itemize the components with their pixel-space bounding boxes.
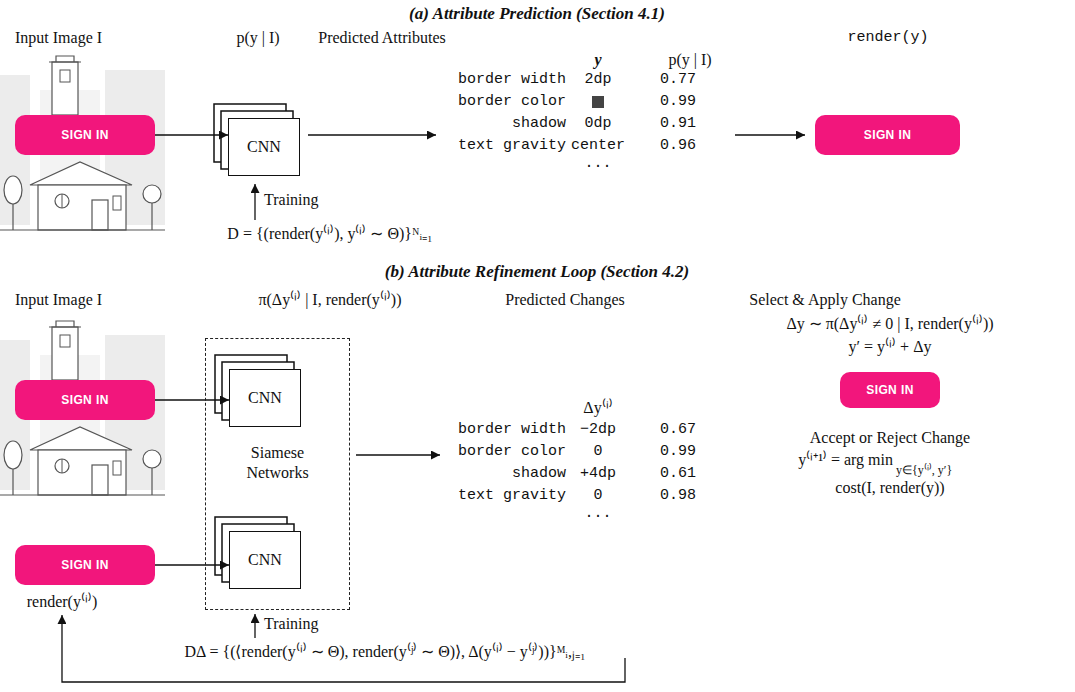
table-cell: border color bbox=[458, 442, 566, 462]
table-cell: 0.61 bbox=[660, 464, 696, 484]
table-cell: ... bbox=[584, 154, 611, 174]
table-cell: +4dp bbox=[580, 464, 616, 484]
table-cell: 0 bbox=[593, 486, 602, 506]
button-label: SIGN IN bbox=[61, 393, 108, 407]
table-cell: 0.98 bbox=[660, 486, 696, 506]
table-cell: 2dp bbox=[584, 70, 611, 90]
training-arrow bbox=[254, 614, 255, 638]
connector-arrow bbox=[155, 134, 228, 135]
table-cell: text gravity bbox=[458, 486, 566, 506]
box-label: CNN bbox=[247, 138, 281, 156]
connector-arrow bbox=[155, 564, 229, 565]
button-label: SIGN IN bbox=[61, 128, 108, 142]
table-cell: −2dp bbox=[580, 420, 616, 440]
math-label: y⁽ⁱ⁺¹⁾ = arg min bbox=[798, 450, 893, 470]
math-label: p(y | I) bbox=[236, 28, 279, 48]
math-label: DΔ = {(⟨render(y⁽ⁱ⁾ ∼ Θ), render(y⁽ʲ⁾ ∼ … bbox=[184, 642, 585, 662]
table-cell: ... bbox=[584, 504, 611, 524]
color-swatch bbox=[592, 96, 604, 108]
button-label: SIGN IN bbox=[866, 383, 913, 397]
table-cell: text gravity bbox=[458, 136, 566, 156]
group-label: Siamese Networks bbox=[233, 443, 323, 483]
math-label: Select & Apply Change bbox=[749, 290, 901, 310]
panel-title: (a) Attribute Prediction (Section 4.1) bbox=[409, 4, 665, 24]
math-label: Accept or Reject Change bbox=[810, 428, 970, 448]
panel-title: (b) Attribute Refinement Loop (Section 4… bbox=[385, 262, 689, 282]
table-cell: shadow bbox=[512, 464, 566, 484]
training-arrow bbox=[254, 184, 255, 220]
cnn-box: CNN bbox=[229, 531, 301, 589]
math-label: Predicted Changes bbox=[505, 290, 625, 310]
box-label: CNN bbox=[248, 389, 282, 407]
loop-arrow bbox=[62, 615, 625, 682]
flow-arrow bbox=[356, 454, 440, 455]
connector-arrow bbox=[155, 399, 229, 400]
table-cell: 0 bbox=[593, 442, 602, 462]
table-cell: 0.91 bbox=[660, 114, 696, 134]
math-label: Δy⁽ⁱ⁾ bbox=[583, 398, 612, 418]
button-label: SIGN IN bbox=[864, 128, 911, 142]
math-label: Input Image I bbox=[15, 290, 102, 310]
table-cell: 0dp bbox=[584, 114, 611, 134]
math-label: Δy ∼ π(Δy⁽ⁱ⁾ ≠ 0 | I, render(y⁽ⁱ⁾)) bbox=[786, 314, 993, 334]
math-label: Predicted Attributes bbox=[318, 28, 446, 48]
cnn-box: CNN bbox=[228, 118, 300, 176]
math-label: y∈{y⁽ⁱ⁾, y′} bbox=[896, 460, 952, 480]
button-image: SIGN IN bbox=[15, 380, 155, 420]
button-image: SIGN IN bbox=[815, 115, 960, 155]
math-label: Input Image I bbox=[15, 28, 102, 48]
input-image-illustration bbox=[0, 56, 165, 230]
table-cell: 0.77 bbox=[660, 70, 696, 90]
button-image: SIGN IN bbox=[840, 372, 940, 408]
table-cell: 0.99 bbox=[660, 92, 696, 112]
flow-arrow bbox=[308, 134, 436, 135]
table-cell: 0.67 bbox=[660, 420, 696, 440]
cnn-box: CNN bbox=[229, 369, 301, 427]
table-cell: shadow bbox=[512, 114, 566, 134]
math-label: y bbox=[594, 50, 601, 70]
math-label: D = {(render(y⁽ⁱ⁾), y⁽ⁱ⁾ ∼ Θ)}ᴺᵢ₌₁ bbox=[227, 224, 432, 244]
box-label: CNN bbox=[248, 551, 282, 569]
siamese-group: Siamese NetworksCNNCNN bbox=[205, 338, 350, 610]
table-cell: 0.96 bbox=[660, 136, 696, 156]
button-image: SIGN IN bbox=[15, 115, 155, 155]
flow-arrow bbox=[735, 134, 805, 135]
math-label: cost(I, render(y)) bbox=[835, 478, 944, 498]
math-label: π(Δy⁽ⁱ⁾ | I, render(y⁽ⁱ⁾)) bbox=[258, 290, 401, 310]
math-label: Training bbox=[264, 190, 319, 210]
input-image-illustration bbox=[0, 321, 165, 495]
math-label: Training bbox=[264, 614, 319, 634]
math-label: p(y | I) bbox=[668, 50, 711, 70]
button-label: SIGN IN bbox=[61, 558, 108, 572]
table-cell: border color bbox=[458, 92, 566, 112]
table-cell: render(y) bbox=[847, 28, 928, 48]
math-label: render(y⁽ⁱ⁾) bbox=[27, 592, 98, 612]
math-label: y′ = y⁽ⁱ⁾ + Δy bbox=[849, 337, 932, 357]
button-image: SIGN IN bbox=[15, 545, 155, 585]
table-cell: border width bbox=[458, 70, 566, 90]
table-cell: center bbox=[571, 136, 625, 156]
table-cell: border width bbox=[458, 420, 566, 440]
table-cell: 0.99 bbox=[660, 442, 696, 462]
